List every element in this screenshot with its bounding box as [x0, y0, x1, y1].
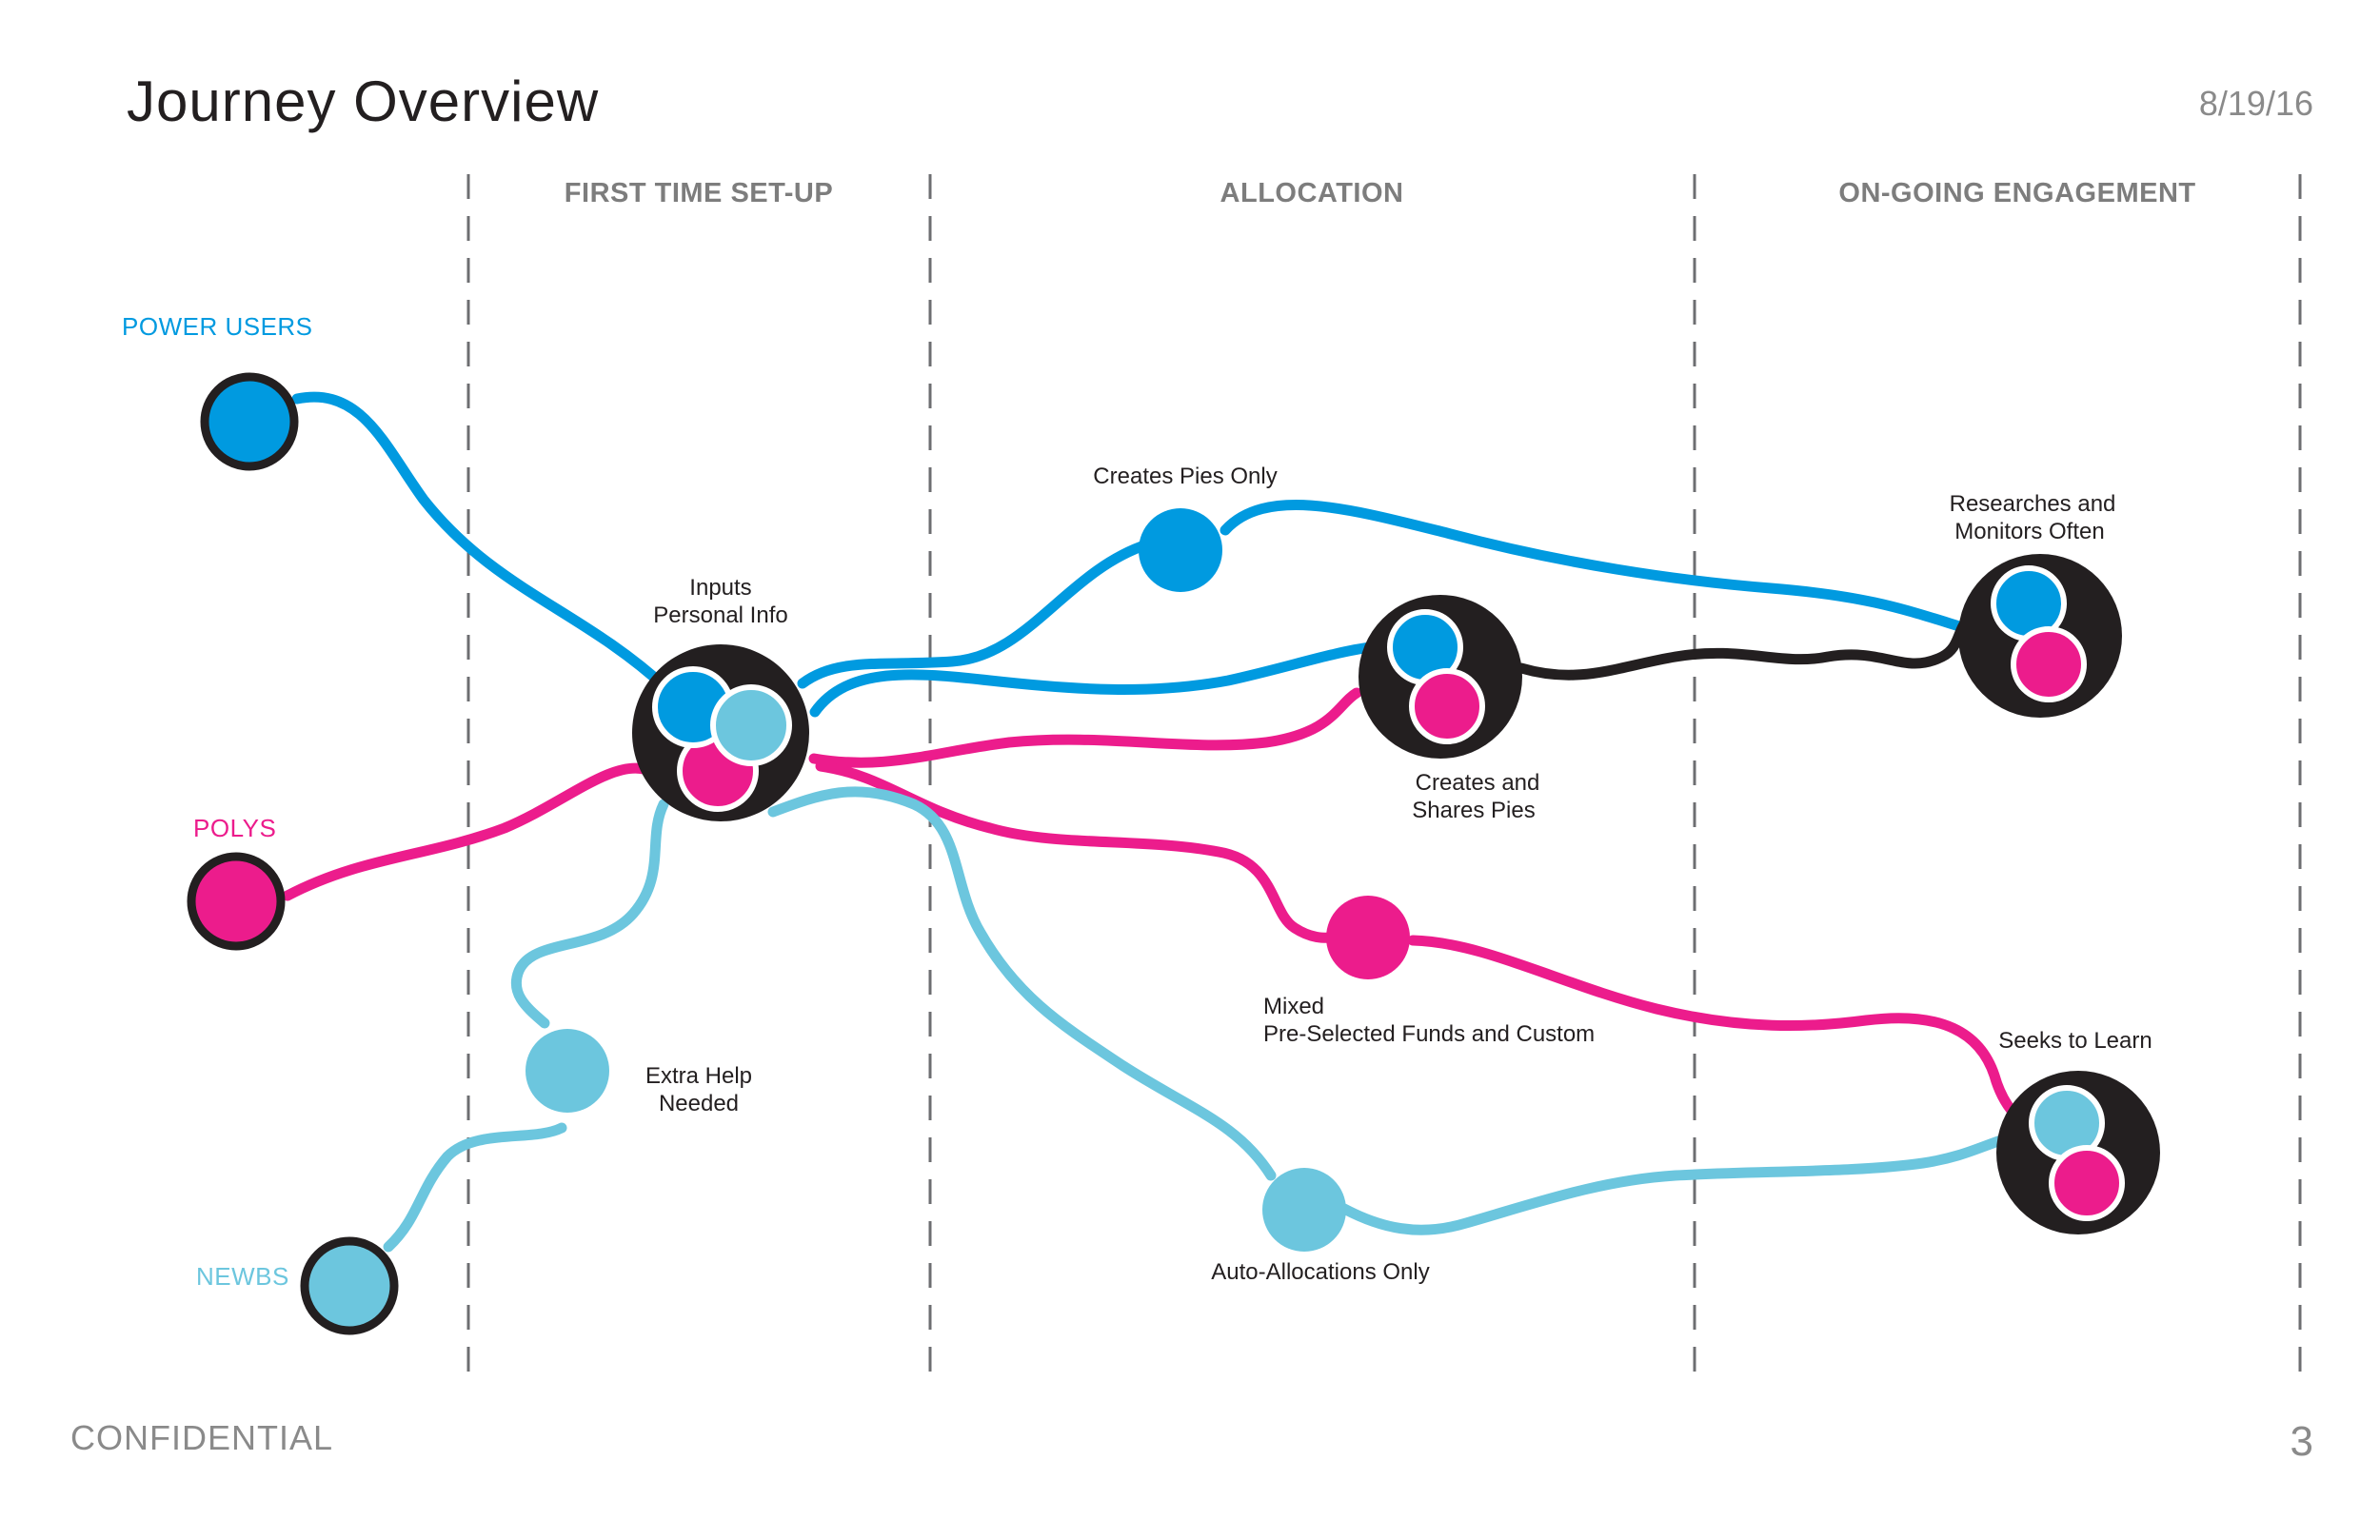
polys-to-mixed-path [815, 760, 1341, 943]
phase-first-time-setup: FIRST TIME SET-UP [564, 178, 834, 208]
page-number: 3 [2290, 1418, 2313, 1465]
segment-label-newbs: NEWBS [196, 1262, 289, 1291]
power-to-creates-shares-path [809, 642, 1377, 718]
newbs-to-extra-help-path [383, 1122, 567, 1253]
researches-label-line1: Researches and [1950, 491, 2116, 517]
creates-shares-label-line1: Creates and [1416, 770, 1540, 796]
extra-help-label-line2: Needed [659, 1091, 739, 1116]
phase-ongoing-engagement: ON-GOING ENGAGEMENT [1838, 178, 2196, 208]
page-date: 8/19/16 [2198, 84, 2313, 123]
power-users-path [291, 391, 672, 694]
newbs-node [300, 1236, 399, 1335]
inputs-to-extra-help-path [510, 799, 669, 1029]
segment-label-power-users: POWER USERS [122, 312, 313, 341]
inputs-label-line2: Personal Info [653, 602, 787, 628]
polys-node [187, 852, 286, 951]
phase-dividers [466, 174, 2302, 1385]
auto-alloc-label: Auto-Allocations Only [1211, 1259, 1429, 1285]
inputs-hub [632, 644, 809, 821]
mixed-node [1326, 896, 1410, 979]
power-users-node [200, 372, 299, 471]
phase-allocation: ALLOCATION [1220, 178, 1404, 208]
polys-path [282, 762, 649, 901]
researches-hub [1958, 554, 2122, 718]
creates-pies-to-researches-path [1220, 500, 1965, 632]
creates-shares-hub [1359, 595, 1522, 759]
mixed-label-line1: Mixed [1263, 994, 1324, 1019]
creates-pies-node [1139, 508, 1222, 592]
auto-alloc-to-seeks-path [1339, 1134, 2010, 1235]
researches-label-line2: Monitors Often [1954, 519, 2104, 544]
page-title: Journey Overview [127, 69, 600, 133]
extra-help-node [526, 1029, 609, 1113]
inputs-label-line1: Inputs [689, 575, 751, 601]
segment-label-polys: POLYS [193, 814, 277, 842]
seeks-label: Seeks to Learn [1998, 1028, 2152, 1054]
journey-paths [282, 391, 2029, 1253]
mixed-label-line2: Pre-Selected Funds and Custom [1263, 1021, 1595, 1047]
creates-pies-label: Creates Pies Only [1093, 464, 1277, 489]
polys-to-creates-shares-path [808, 687, 1362, 768]
power-to-creates-pies-path [797, 539, 1153, 689]
extra-help-label-line1: Extra Help [645, 1063, 752, 1089]
shares-to-researches-path [1516, 611, 1976, 681]
auto-alloc-node [1262, 1168, 1346, 1252]
mixed-to-seeks-path [1407, 935, 2029, 1127]
creates-shares-label-line2: Shares Pies [1412, 798, 1535, 823]
inputs-to-auto-alloc-path [767, 786, 1277, 1181]
seeks-hub [1996, 1071, 2160, 1234]
confidential-label: CONFIDENTIAL [70, 1418, 334, 1457]
